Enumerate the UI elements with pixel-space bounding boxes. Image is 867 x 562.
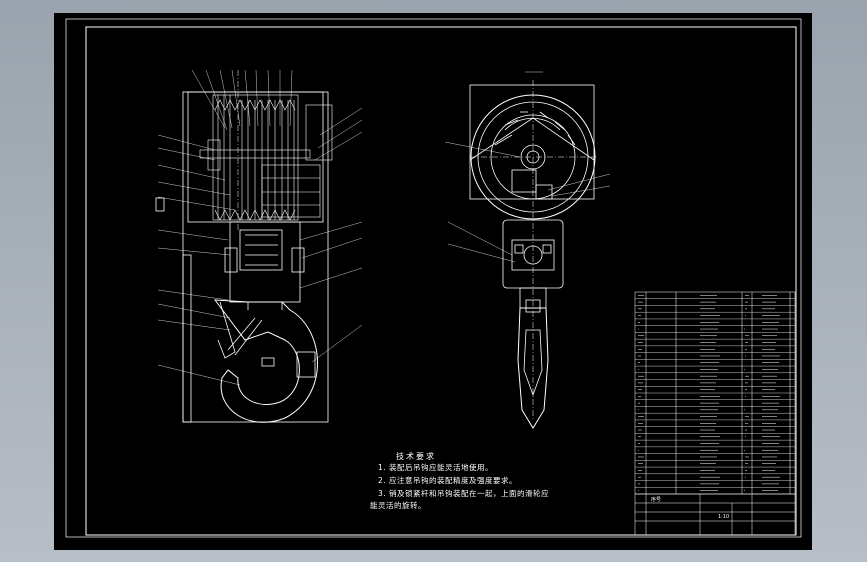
tech-requirement-4: 能灵活的旋转。 [370,501,426,510]
title-block-label: 序号 [651,497,662,503]
front-section-view [155,70,333,423]
side-view-leaders [444,71,611,263]
outer-border [65,18,802,538]
title-block-scale: 1:10 [718,514,730,520]
inner-border [85,26,797,536]
tech-requirement-1: 1. 装配后吊钩应能灵活地使用。 [378,463,494,472]
parts-list-rows [635,298,795,488]
tech-requirement-2: 2. 应注意吊钩的装配精度及强度要求。 [378,476,518,485]
tech-requirement-3: 3. 销及锁紧杆和吊钩装配在一起，上面的滑轮应 [378,489,550,498]
title-block [634,493,796,536]
front-view-leaders [157,69,363,386]
parts-list-entries [638,295,780,491]
tech-requirements-title: 技术要求 [396,452,436,461]
side-view [469,80,596,429]
